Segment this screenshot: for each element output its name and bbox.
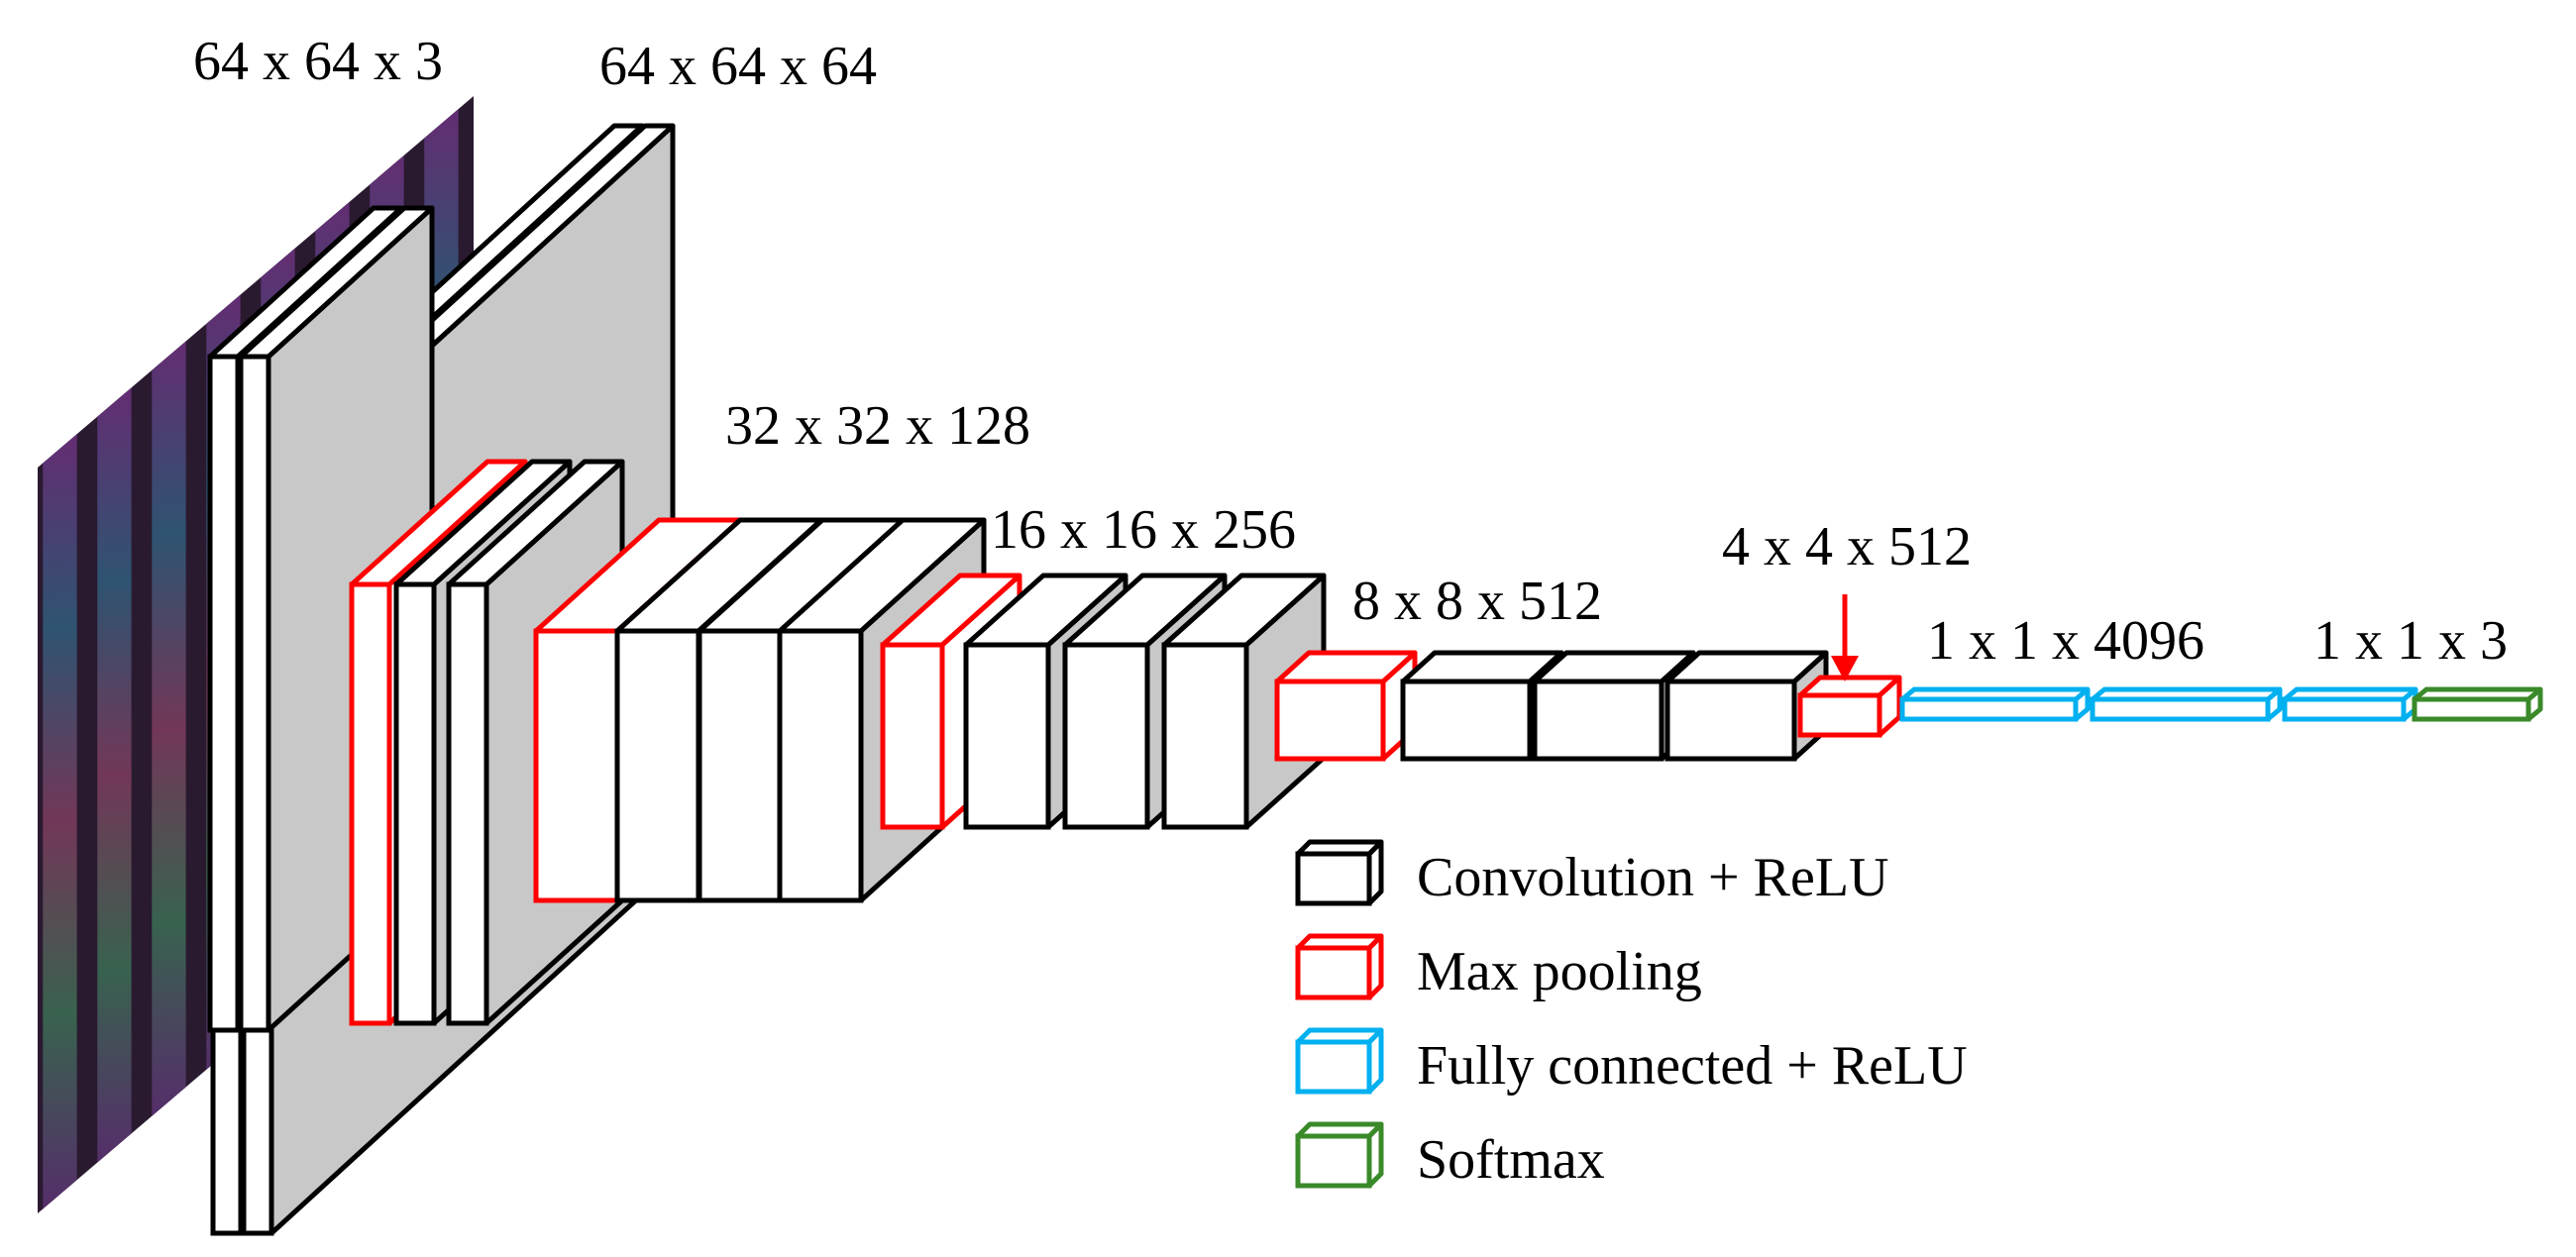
- input-image-stripe: [152, 341, 186, 1116]
- layer-front-face: [614, 628, 701, 903]
- dim-label-block5: 4 x 4 x 512: [1722, 516, 1972, 577]
- legend-item-conv: [1295, 839, 1384, 906]
- layer-block-softmax: [2412, 686, 2543, 722]
- layer-front-face: [1274, 679, 1386, 762]
- legend-label-pool: Max pooling: [1417, 941, 1702, 1002]
- layer-block-pool: [1274, 650, 1418, 762]
- legend-item-pool: [1295, 933, 1384, 1000]
- layer-block-fc: [2090, 686, 2283, 722]
- pooling-arrow: [1831, 594, 1859, 681]
- layer-top-face: [1797, 675, 1902, 698]
- legend-swatch-front: [1295, 1133, 1372, 1189]
- layer-front-face: [963, 642, 1051, 830]
- legend-item-softmax: [1295, 1121, 1384, 1189]
- layer-front-face: [2282, 696, 2407, 722]
- layer-block-pool: [1797, 675, 1902, 738]
- layer-front-face: [1664, 679, 1797, 762]
- arrow-head: [1831, 656, 1859, 681]
- layer-front-face: [1532, 679, 1664, 762]
- layer-top-face: [1664, 650, 1829, 684]
- legend-label-fc: Fully connected + ReLU: [1417, 1035, 1968, 1097]
- dim-label-block3: 16 x 16 x 256: [991, 499, 1296, 561]
- layer-front-face: [1062, 642, 1150, 830]
- layer-stack: [207, 123, 2543, 1236]
- layer-front-face: [1400, 679, 1533, 762]
- legend-swatch-front: [1295, 851, 1372, 906]
- dim-label-block1: 64 x 64 x 64: [599, 36, 877, 97]
- legend-item-fc: [1295, 1027, 1384, 1095]
- layer-front-face: [1797, 692, 1882, 738]
- input-image-stripe: [97, 387, 132, 1163]
- layer-front-face: [777, 628, 864, 903]
- legend-swatch-front: [1295, 1039, 1372, 1095]
- legend-swatch-front: [1295, 945, 1372, 1000]
- legend-label-conv: Convolution + ReLU: [1417, 847, 1888, 908]
- layer-front-face: [393, 581, 437, 1026]
- input-image-stripe: [43, 434, 77, 1209]
- layer-front-face: [2412, 696, 2531, 722]
- layer-front-face: [533, 628, 620, 903]
- legend-label-softmax: Softmax: [1417, 1129, 1605, 1191]
- layer-front-face: [349, 581, 392, 1026]
- layer-front-face: [2090, 696, 2271, 722]
- layer-block-fc: [2282, 686, 2418, 722]
- dim-label-fc: 1 x 1 x 4096: [1927, 610, 2204, 672]
- layer-front-face: [697, 628, 784, 903]
- dimension-labels: 64 x 64 x 3 64 x 64 x 64 32 x 32 x 128 1…: [193, 31, 2508, 672]
- layer-front-face: [880, 642, 945, 830]
- dim-label-block4: 8 x 8 x 512: [1352, 571, 1602, 632]
- layer-front-face: [1161, 642, 1249, 830]
- layer-front-face: [238, 354, 271, 1033]
- dim-label-block2: 32 x 32 x 128: [725, 395, 1030, 457]
- dim-label-output: 1 x 1 x 3: [2313, 610, 2508, 672]
- layer-front-face: [1899, 696, 2079, 722]
- layer-front-face: [446, 581, 489, 1026]
- layer-block-fc: [1899, 686, 2091, 722]
- dim-label-input: 64 x 64 x 3: [193, 31, 443, 92]
- layer-front-face: [207, 354, 241, 1033]
